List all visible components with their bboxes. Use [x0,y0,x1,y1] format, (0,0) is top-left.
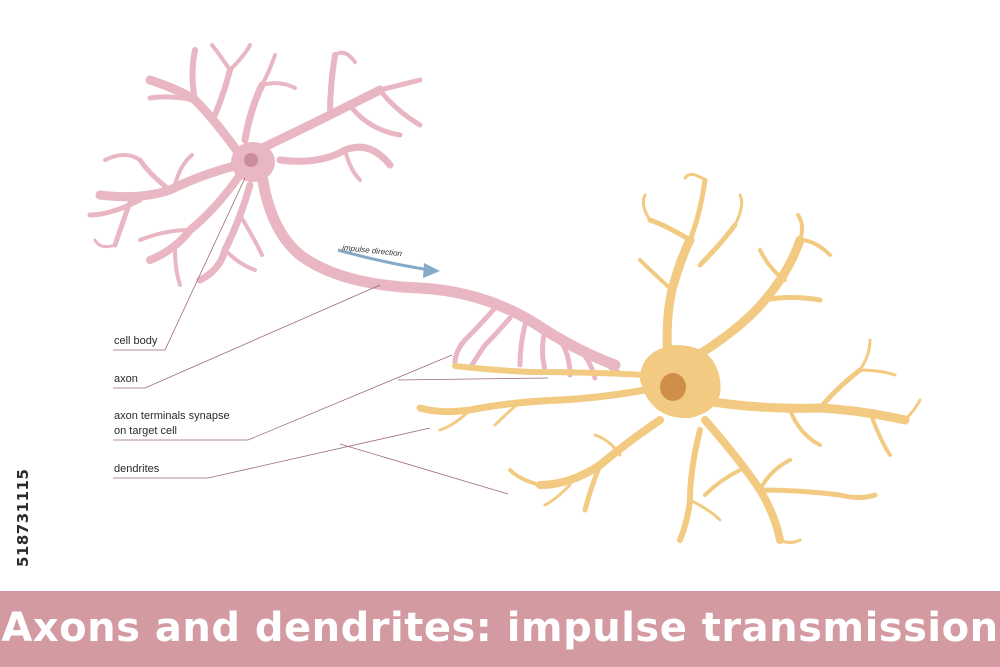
source-dendrites [87,43,423,287]
axon-terminals-leader [113,354,453,441]
axon-leader [113,284,381,389]
source-axon [256,169,621,371]
neuron-diagram: impulse direction [87,43,922,544]
image-id-text: 518731115 [14,468,32,567]
dendrites-leader [113,427,431,479]
axon-terminals-leader-b [397,377,549,381]
target-neuron [416,173,922,544]
source-nucleus [244,153,258,167]
impulse-direction-arrow [337,248,440,278]
dendrites-leader-b [339,443,509,495]
label-axon: axon [114,373,138,385]
target-nucleus [660,373,686,401]
label-dendrites: dendrites [114,463,160,475]
label-axon-terminals-line1: axon terminals synapse [114,410,230,422]
label-axon-terminals-line2: on target cell [114,425,177,437]
title-banner: Axons and dendrites: impulse transmissio… [0,591,1000,667]
label-cell-body: cell body [114,335,158,347]
source-neuron [87,43,621,381]
impulse-direction-label: impulse direction [342,243,403,258]
cell-body-leader [113,177,246,351]
leader-lines [113,177,549,495]
banner-title: Axons and dendrites: impulse transmissio… [1,605,999,651]
